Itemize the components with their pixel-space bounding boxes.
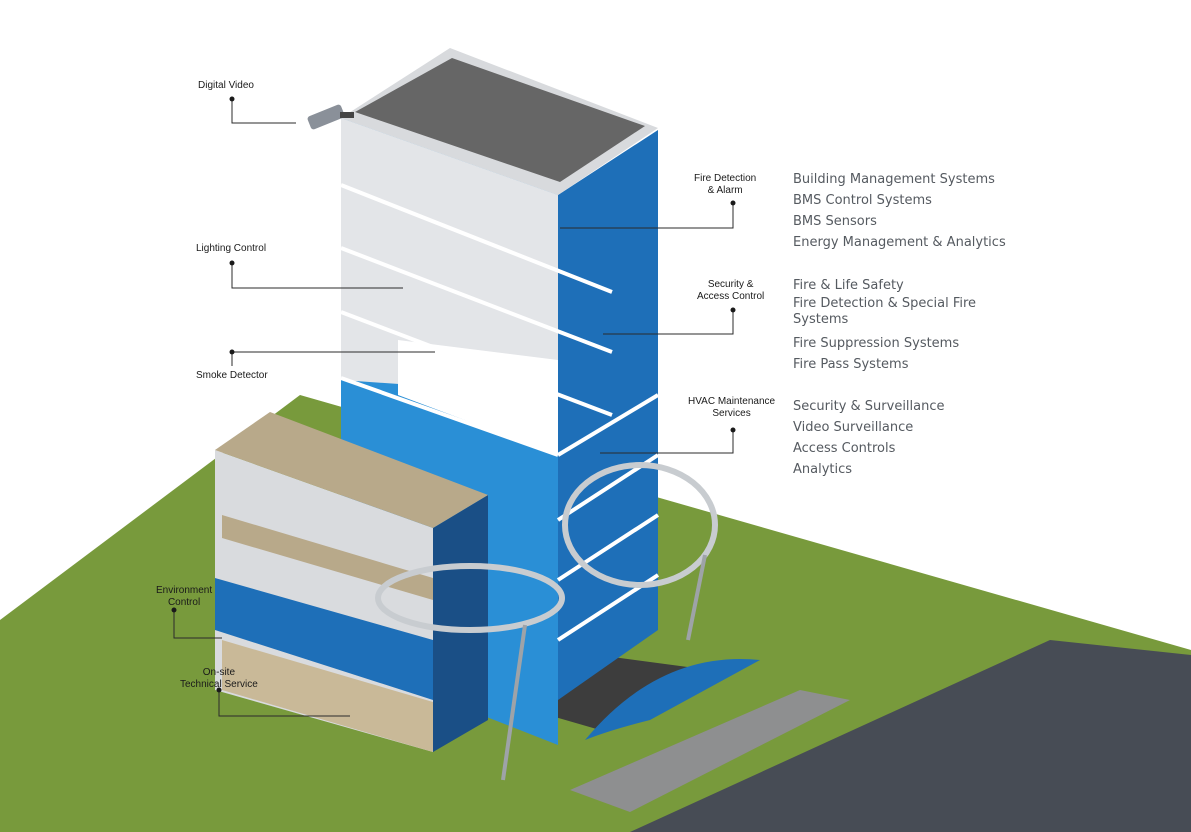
callout-environment: Environment Control (156, 585, 212, 609)
callout-digital-video-label: Digital Video (198, 80, 254, 91)
leader-lines (173, 99, 734, 717)
callout-onsite-line2: Technical Service (180, 679, 258, 690)
callout-environment-line1: Environment (156, 585, 213, 596)
service-item: Energy Management & Analytics (793, 235, 1006, 250)
callout-hvac: HVAC Maintenance Services (688, 396, 775, 420)
roof (355, 58, 645, 182)
canopy-pole-1 (501, 624, 527, 781)
callout-hvac-line2: Services (712, 408, 751, 419)
annex-side (433, 495, 488, 752)
callout-smoke-detector-label: Smoke Detector (196, 370, 268, 381)
callout-fire-detection-line2: & Alarm (707, 185, 743, 196)
callout-environment-line2: Control (167, 597, 201, 608)
leader-dots (171, 96, 736, 693)
service-list-security: Security & Surveillance Video Surveillan… (793, 396, 945, 480)
service-list-fire: Fire & Life Safety Fire Detection & Spec… (793, 275, 993, 375)
service-item: BMS Control Systems (793, 193, 932, 208)
callout-digital-video: Digital Video (198, 80, 254, 92)
annex-ground-floor (222, 640, 433, 752)
canopy-pole-2 (686, 554, 707, 641)
road (630, 640, 1191, 832)
callout-lighting-control-label: Lighting Control (196, 243, 267, 254)
service-item: Fire Pass Systems (793, 357, 909, 372)
callout-fire-detection-line1: Fire Detection (694, 173, 757, 184)
callout-security-access-line2: Access Control (697, 291, 765, 302)
tower-floor-slabs (340, 183, 660, 642)
callout-lighting-control: Lighting Control (196, 243, 266, 255)
service-item: Fire Detection & Special Fire Systems (793, 296, 977, 327)
service-item: Fire Suppression Systems (793, 336, 960, 351)
service-item: Video Surveillance (793, 420, 914, 435)
walkway-ring (375, 563, 565, 633)
camera-icon (307, 104, 354, 130)
annex-blue-band (215, 578, 433, 700)
callout-hvac-line1: HVAC Maintenance (688, 396, 776, 407)
service-item: Analytics (793, 462, 853, 477)
callout-fire-detection: Fire Detection & Alarm (694, 173, 756, 197)
service-item: Fire & Life Safety (793, 278, 904, 293)
tower-open-gap (398, 340, 558, 455)
callout-smoke-detector: Smoke Detector (196, 370, 268, 382)
sidewalk (570, 690, 850, 812)
annex-floor-1 (222, 515, 433, 600)
tower-open-floors (341, 118, 558, 395)
service-item: BMS Sensors (793, 214, 877, 229)
entrance-awning (585, 659, 760, 740)
service-item: Security & Surveillance (793, 399, 945, 414)
service-list-bms: Building Management Systems BMS Control … (793, 169, 1006, 253)
canopy-ring (562, 462, 718, 588)
callout-onsite-line1: On-site (202, 667, 236, 678)
callout-security-access-line1: Security & (707, 279, 754, 290)
service-item: Building Management Systems (793, 172, 995, 187)
annex-roof (215, 412, 488, 528)
callout-security-access: Security & Access Control (697, 279, 764, 303)
service-item: Access Controls (793, 441, 896, 456)
callout-onsite: On-site Technical Service (180, 667, 258, 691)
